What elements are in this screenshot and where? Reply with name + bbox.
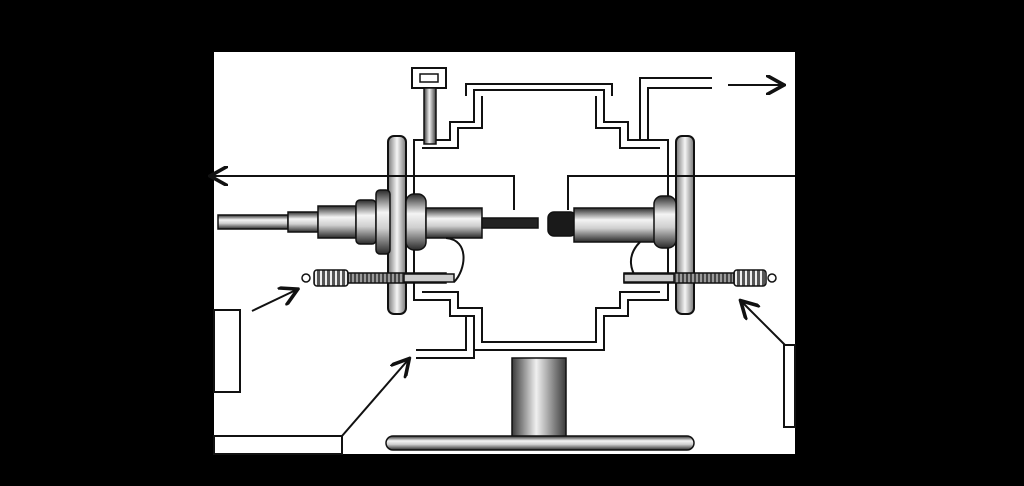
callout-bottom [213, 435, 343, 455]
bottom-inlet-arrow [341, 360, 408, 437]
right-spring-arrow [742, 302, 787, 347]
right-flange [675, 135, 695, 315]
right-electrode-assembly [547, 195, 677, 283]
right-electrode-tip [547, 211, 577, 237]
leader-lines [212, 85, 795, 437]
left-spring-arrow [251, 290, 296, 312]
left-spring [301, 269, 455, 287]
left-electrode-assembly [217, 189, 539, 283]
right-spring [623, 269, 777, 287]
pedestal-stand [385, 357, 695, 451]
left-electrode-tip [481, 217, 539, 229]
left-electrode-leader [212, 176, 515, 210]
right-electrode-leader [567, 175, 795, 210]
cross-shaped-chamber [413, 77, 712, 359]
diagram-panel [214, 52, 795, 454]
pressure-gauge [411, 67, 447, 145]
callout-right [783, 344, 796, 428]
callout-left [213, 309, 241, 393]
